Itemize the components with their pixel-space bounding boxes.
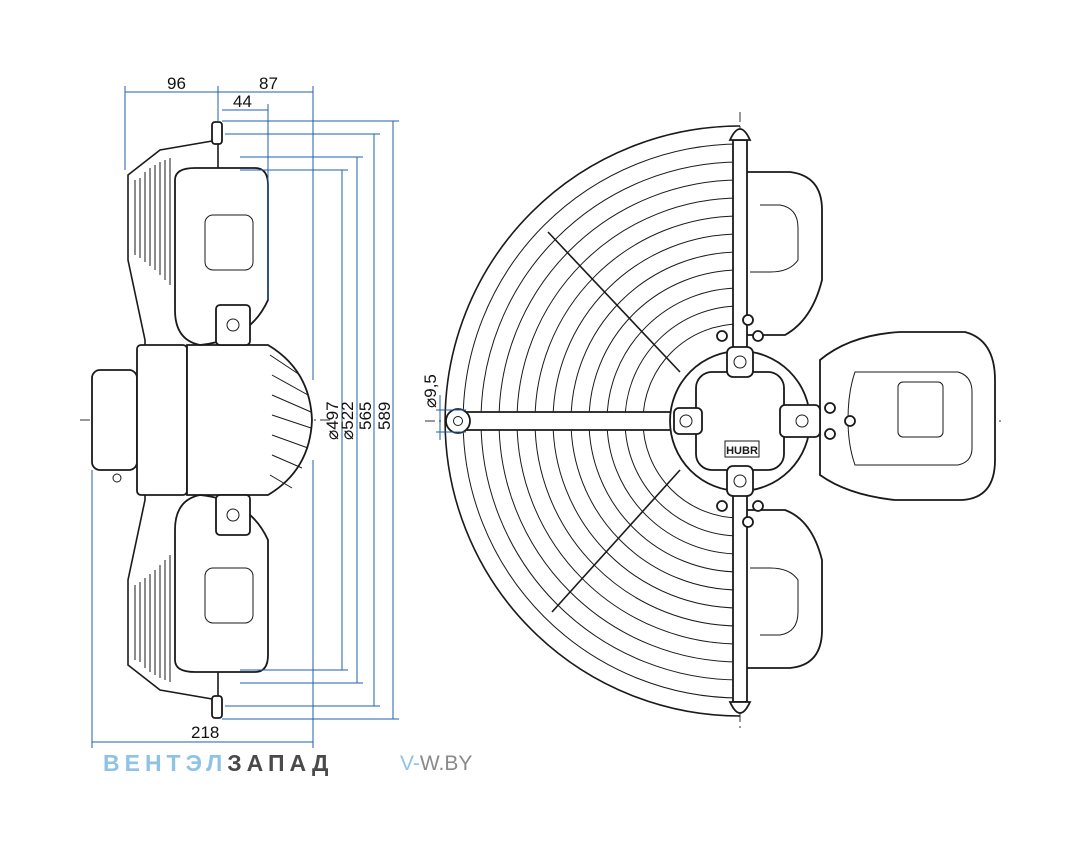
hub-clamp-right: [779, 404, 821, 438]
dim-label-dia-497: ⌀497: [323, 401, 342, 440]
blade-right-window: [897, 381, 944, 438]
blade-top-side: [174, 167, 269, 346]
blade-bolt-8: [716, 330, 728, 342]
mount-lug-top: [211, 121, 223, 145]
dim-label-dia-9-5: ⌀9,5: [421, 374, 440, 408]
dim-label-96: 96: [167, 74, 186, 93]
side-dimensions: 96 87 44 218 ⌀497 ⌀522 565 589: [91, 74, 399, 748]
blade-bolt-2: [752, 330, 764, 342]
guard-strut-horizontal: [461, 411, 681, 431]
guard-strut-lower: [551, 469, 681, 613]
site-rest: W.BY: [419, 752, 473, 775]
blade-lower-front: [740, 509, 823, 669]
guard-ribs-bottom: [134, 555, 171, 682]
hub-clamp-top: [726, 346, 754, 378]
blade-bolt-6: [752, 500, 764, 512]
bar-cap-top: [728, 128, 752, 141]
blade-bolt-5: [844, 415, 856, 427]
rotor-fins: [269, 354, 312, 489]
cable-gland: [112, 473, 122, 483]
blade-bottom-window: [204, 567, 254, 624]
rotor: [186, 344, 313, 496]
nameplate: [724, 440, 760, 458]
blade-top-window: [204, 214, 254, 271]
brand-part-2: ЗАПАД: [227, 750, 334, 776]
clamp-bolt-bottom: [226, 508, 240, 522]
clamp-bolt-top: [226, 318, 240, 332]
dim-label-589: 589: [375, 402, 394, 430]
dim-label-565: 565: [356, 402, 375, 430]
mount-lug-bottom: [211, 695, 223, 719]
hub-bolt-right: [795, 414, 809, 428]
hub-bolt-bottom: [733, 474, 747, 488]
front-view: HUBR: [425, 112, 1005, 728]
side-view: [80, 121, 330, 719]
brand-website: V-W.BY: [400, 752, 472, 776]
hole-dimension: ⌀9,5: [421, 374, 466, 440]
blade-bolt-1: [742, 314, 754, 326]
hub-clamp-left: [673, 407, 703, 435]
guard-ribs-top: [134, 158, 171, 285]
blade-bolt-9: [716, 500, 728, 512]
blade-hub-clamp-bottom: [215, 494, 251, 536]
blade-bolt-4: [824, 428, 836, 440]
dim-label-44: 44: [233, 92, 252, 111]
dim-label-218: 218: [191, 723, 219, 742]
blade-right-inner: [847, 371, 973, 466]
hub-bolt-top: [733, 355, 747, 369]
hub-clamp-bottom: [726, 465, 754, 497]
dim-label-dia-522: ⌀522: [338, 401, 357, 440]
blade-bolt-7: [742, 516, 754, 528]
site-prefix: V-: [400, 752, 420, 775]
blade-bolt-3: [824, 402, 836, 414]
mount-hole: [453, 416, 463, 426]
brand-part-1: ВЕНТЭЛ: [103, 750, 228, 776]
blade-bottom-side: [174, 494, 269, 673]
blade-right-front: [819, 331, 996, 501]
nameplate-text: HUBR: [726, 445, 758, 457]
bar-cap-bottom: [728, 701, 752, 714]
guard-strut-upper: [547, 231, 681, 373]
blade-lower-window: [750, 567, 799, 636]
blade-upper-window: [750, 204, 799, 273]
terminal-box: [91, 369, 138, 471]
motor-stator: [136, 344, 188, 496]
blade-hub-clamp-top: [215, 304, 251, 346]
brand-logo: ВЕНТЭЛЗАПАД: [103, 750, 333, 777]
blade-upper-front: [740, 171, 823, 336]
dim-label-87: 87: [259, 74, 278, 93]
hub-bolt-left: [679, 414, 693, 428]
mount-eye: [445, 408, 471, 434]
